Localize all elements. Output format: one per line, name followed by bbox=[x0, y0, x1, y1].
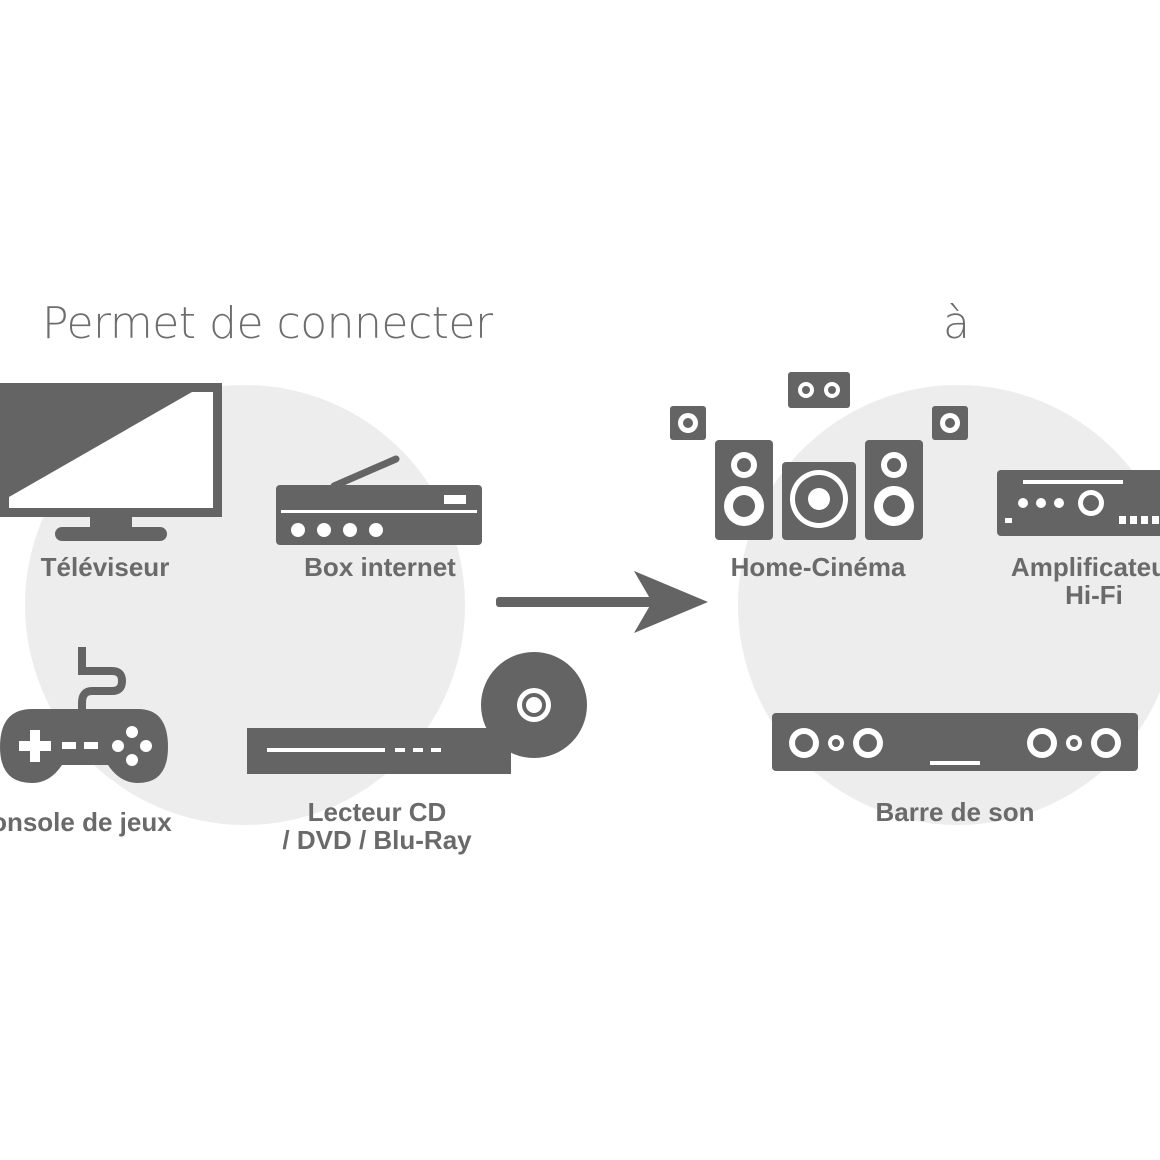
television-icon bbox=[0, 383, 224, 545]
target-heading: à bbox=[943, 298, 970, 349]
home-cinema-label: Home-Cinéma bbox=[730, 552, 906, 582]
source-heading: Permet de connecter bbox=[42, 298, 493, 349]
player-label-line2: / DVD / Blu-Ray bbox=[282, 825, 472, 855]
tv-label: Téléviseur bbox=[40, 552, 170, 582]
amp-label-line2: Hi-Fi bbox=[1065, 580, 1123, 610]
home-cinema-speakers-icon bbox=[670, 370, 970, 545]
internet-box-icon bbox=[276, 455, 486, 547]
disc-player-icon bbox=[247, 650, 592, 780]
amp-label: Amplificateur Hi-Fi bbox=[1011, 553, 1160, 609]
soundbar-icon bbox=[772, 713, 1140, 773]
console-label: Console de jeux bbox=[0, 807, 172, 837]
box-label: Box internet bbox=[304, 552, 456, 582]
player-label-line1: Lecteur CD bbox=[307, 797, 447, 827]
amp-label-line1: Amplificateur bbox=[1010, 552, 1160, 582]
soundbar-label: Barre de son bbox=[875, 797, 1035, 827]
arrow-right-icon bbox=[496, 571, 708, 633]
player-label: Lecteur CD / DVD / Blu-Ray bbox=[282, 798, 471, 854]
amplifier-icon bbox=[997, 470, 1160, 540]
gamepad-icon bbox=[0, 645, 170, 790]
